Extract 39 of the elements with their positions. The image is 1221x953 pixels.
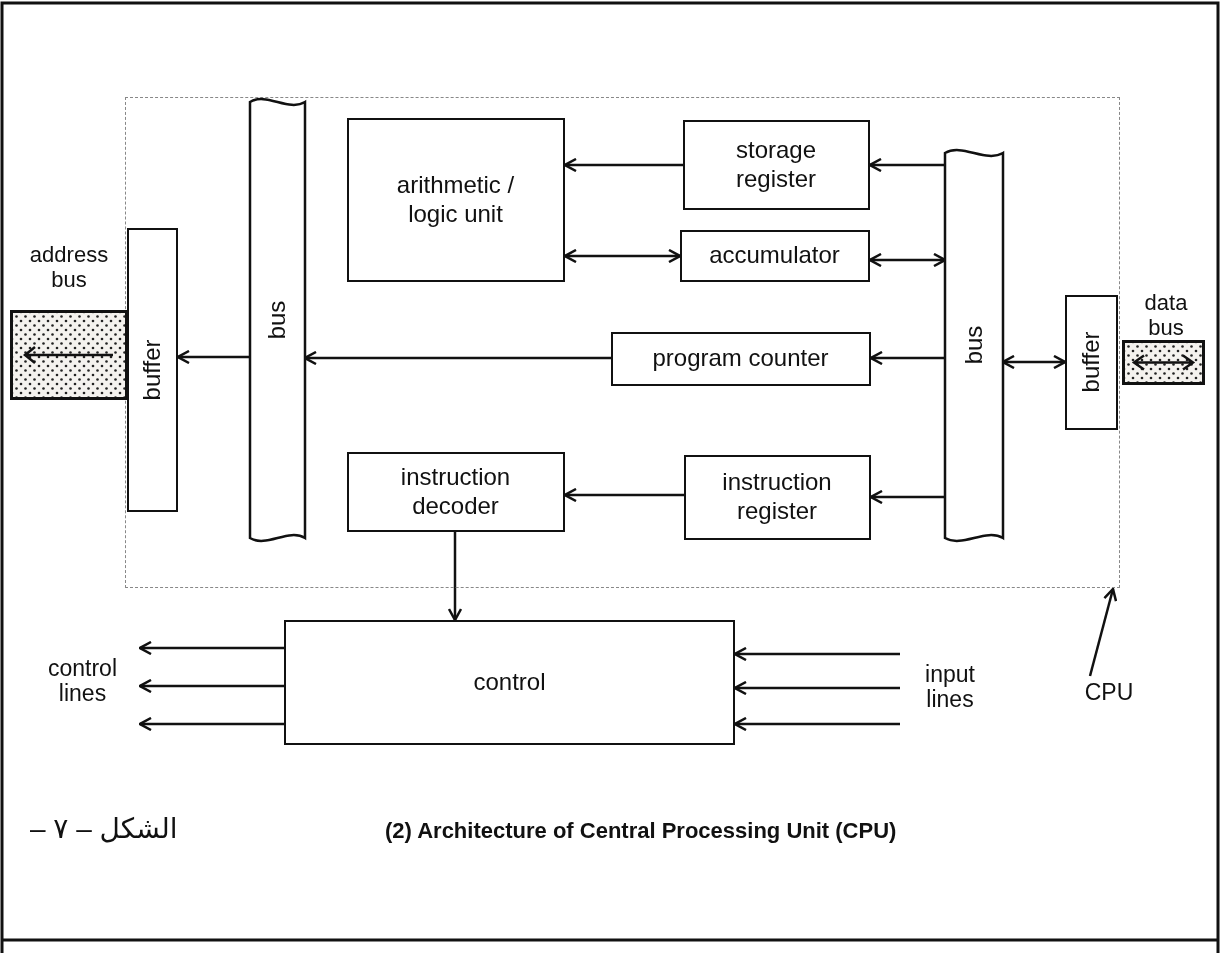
buffer-box	[1064, 294, 1118, 430]
unit-box	[679, 229, 870, 282]
buffer-label: buffer	[1077, 331, 1105, 393]
arrow	[138, 640, 284, 656]
unit-box	[346, 451, 565, 532]
arrow	[176, 349, 250, 365]
unit-label: control	[473, 668, 546, 697]
bus-label: data bus	[1143, 290, 1189, 341]
figure-caption: (2) Architecture of Central Processing Unit (CPU)	[385, 818, 897, 844]
side-label: CPU	[1084, 680, 1134, 706]
arrow	[869, 350, 945, 366]
leader-line	[1088, 587, 1118, 677]
arrow	[447, 532, 463, 622]
unit-box	[284, 620, 735, 745]
arrow	[563, 487, 684, 503]
arrow	[869, 489, 945, 505]
unit-box	[683, 454, 871, 540]
unit-box	[346, 117, 565, 282]
bus-label: bus	[263, 300, 291, 339]
unit-label: storage register	[734, 135, 818, 194]
buffer-box	[126, 227, 178, 512]
unit-label: instruction register	[721, 468, 833, 526]
side-label: input lines	[924, 661, 976, 713]
unit-label: program counter	[652, 344, 829, 373]
unit-label: arithmetic / logic unit	[395, 170, 516, 229]
buffer-label: buffer	[138, 339, 166, 400]
arrow	[868, 157, 945, 173]
side-label: control lines	[46, 655, 118, 707]
arrow	[138, 678, 284, 694]
arrow	[563, 157, 683, 173]
bus-label: bus	[959, 325, 988, 365]
cpu-boundary	[125, 97, 1120, 588]
bus-label: address bus	[28, 242, 110, 293]
arrow	[138, 716, 284, 732]
unit-box	[682, 119, 870, 210]
unit-box	[610, 331, 871, 386]
unit-label: accumulator	[709, 241, 840, 270]
figure-number: الشكل – ٧ –	[30, 812, 178, 845]
unit-label: instruction decoder	[399, 462, 512, 521]
